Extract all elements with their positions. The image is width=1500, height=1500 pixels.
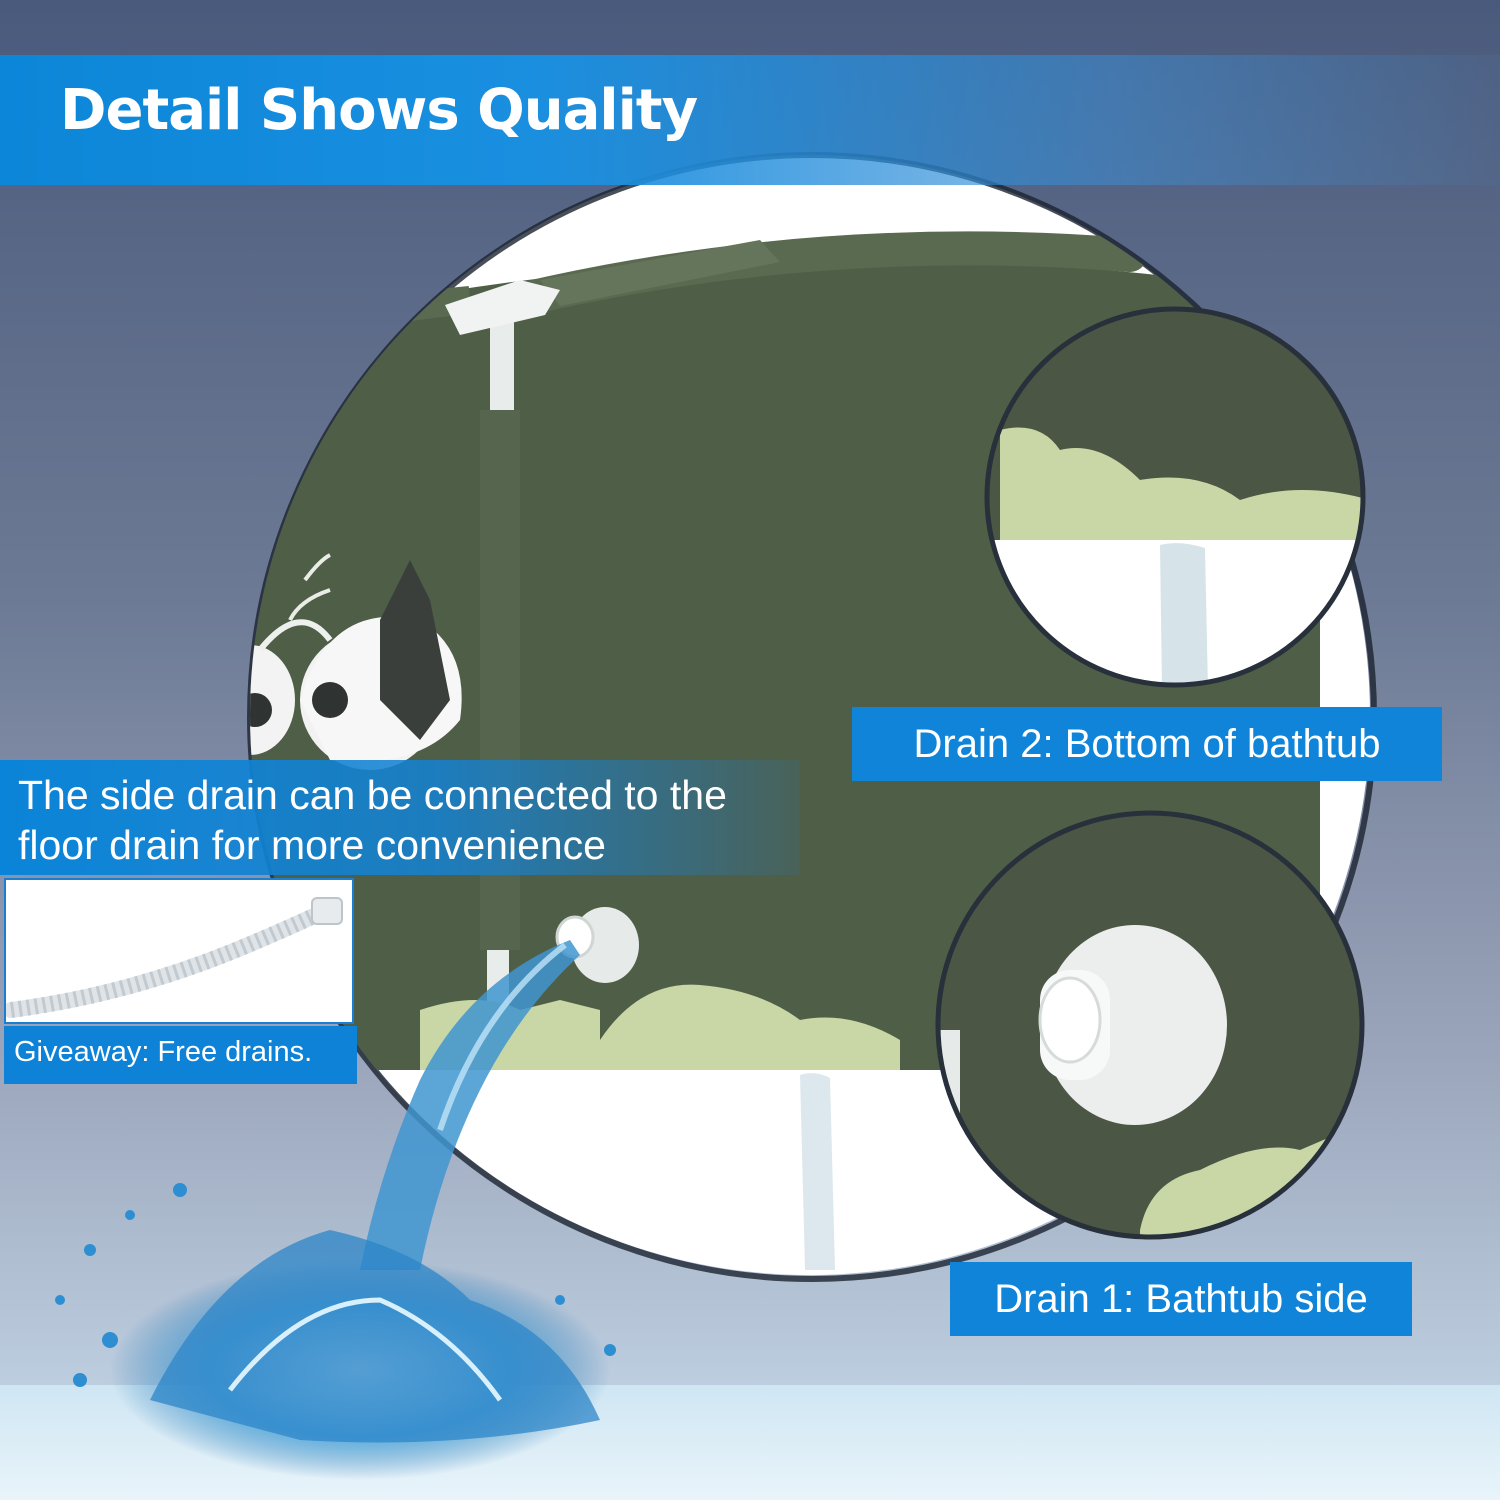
side-note-text: The side drain can be connected to the f… — [18, 770, 798, 870]
giveaway-label: Giveaway: Free drains. — [14, 1036, 313, 1068]
drain1-label: Drain 1: Bathtub side — [950, 1262, 1412, 1336]
panda-illustration — [250, 560, 462, 770]
drain-hose-icon — [3, 897, 343, 1018]
water-stream — [360, 940, 580, 1270]
detail-circle-side — [935, 810, 1365, 1240]
side-note-line-1: The side drain can be connected to the — [18, 772, 727, 818]
page-title: Detail Shows Quality — [60, 78, 698, 143]
giveaway-banner — [4, 1026, 357, 1084]
drain2-label: Drain 2: Bottom of bathtub — [852, 707, 1442, 781]
title-banner — [0, 55, 1500, 185]
water-splash — [55, 1183, 616, 1480]
hose-image-box — [3, 878, 354, 1024]
side-note-line-2: floor drain for more convenience — [18, 822, 606, 868]
side-note-banner — [0, 760, 800, 875]
